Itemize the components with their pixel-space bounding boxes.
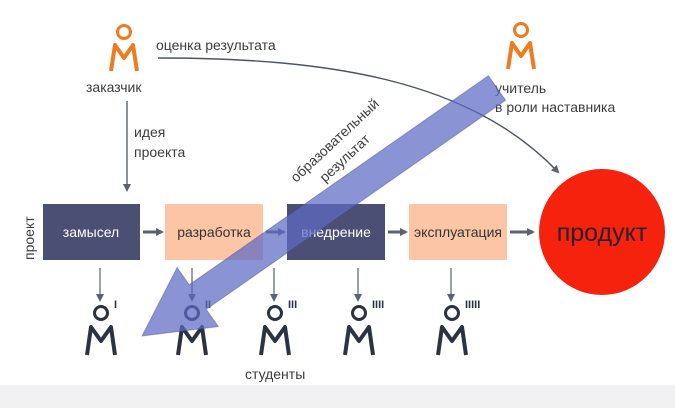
teacher-person-icon [506, 22, 536, 70]
footer-band [0, 385, 675, 408]
student-person-icon [436, 305, 468, 356]
stage-label: разработка [177, 224, 251, 240]
student-mark: III [288, 299, 297, 311]
stage-box-ekspluatatsiya: эксплуатация [409, 204, 507, 260]
project-label: проект [21, 216, 37, 260]
feedback-curve [157, 57, 560, 174]
customer-label: заказчик [86, 79, 142, 95]
student-mark: I [114, 299, 117, 311]
teacher-label-line1: учитель [495, 80, 546, 96]
idea-label-line2: проекта [134, 144, 185, 160]
product-circle: продукт [539, 169, 665, 295]
stage-label: замысел [63, 224, 119, 240]
feedback-label: оценка результата [156, 37, 276, 53]
student-person-icon [85, 305, 117, 356]
student-mark: IIIII [465, 299, 480, 311]
customer-person-icon [109, 24, 139, 72]
stage-box-zamysel: замысел [43, 204, 140, 260]
educational-result-arrow [141, 75, 507, 337]
idea-label-line1: идея [134, 124, 165, 140]
product-label: продукт [557, 219, 648, 247]
students-label: студенты [245, 366, 305, 382]
student-person-icon [343, 305, 375, 356]
stage-label: эксплуатация [414, 224, 502, 240]
student-person-icon [259, 305, 291, 356]
student-mark: IIII [372, 299, 384, 311]
teacher-label-line2: в роли наставника [495, 99, 615, 115]
